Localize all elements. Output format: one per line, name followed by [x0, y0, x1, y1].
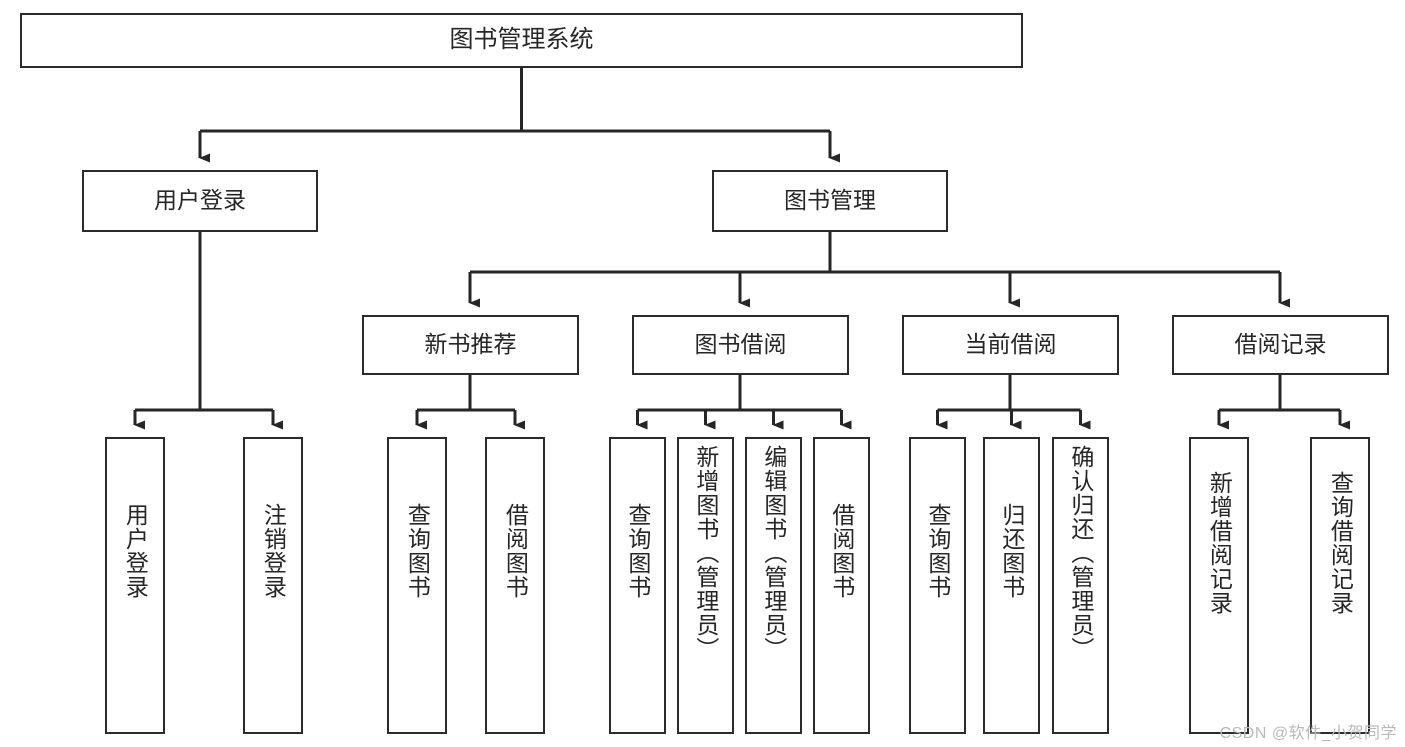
node-leaf-add-book-label: 新增图书（管理员） — [692, 445, 719, 661]
node-leaf-query-book-2-label: 查询图书 — [624, 503, 651, 599]
node-current-borrow-label: 当前借阅 — [964, 331, 1057, 358]
node-leaf-borrow-book-1[interactable]: 借阅图书 — [485, 437, 545, 734]
node-root[interactable]: 图书管理系统 — [20, 13, 1023, 68]
node-leaf-add-record[interactable]: 新增借阅记录 — [1189, 437, 1249, 734]
node-leaf-borrow-book-2[interactable]: 借阅图书 — [813, 437, 870, 734]
node-book-manage-label: 图书管理 — [784, 187, 876, 214]
node-leaf-add-record-label: 新增借阅记录 — [1206, 471, 1233, 615]
node-leaf-logout-label: 注销登录 — [260, 503, 287, 599]
node-leaf-query-book-1-label: 查询图书 — [404, 503, 431, 599]
node-leaf-return-book[interactable]: 归还图书 — [983, 437, 1040, 734]
watermark-label: CSDN @软件_小贺同学 — [1219, 725, 1397, 742]
node-book-manage[interactable]: 图书管理 — [712, 170, 948, 232]
node-user-login[interactable]: 用户登录 — [82, 170, 318, 232]
node-leaf-query-book-2[interactable]: 查询图书 — [609, 437, 666, 734]
node-leaf-return-book-label: 归还图书 — [998, 503, 1025, 599]
node-leaf-query-book-3-label: 查询图书 — [924, 503, 951, 599]
node-leaf-user-login[interactable]: 用户登录 — [105, 437, 165, 734]
node-leaf-query-record[interactable]: 查询借阅记录 — [1310, 437, 1370, 734]
node-leaf-confirm-return[interactable]: 确认归还（管理员） — [1052, 437, 1109, 734]
node-root-label: 图书管理系统 — [449, 26, 594, 54]
node-leaf-query-record-label: 查询借阅记录 — [1327, 471, 1354, 615]
node-book-borrow-label: 图书借阅 — [694, 331, 787, 358]
node-borrow-record[interactable]: 借阅记录 — [1172, 315, 1389, 375]
node-current-borrow[interactable]: 当前借阅 — [902, 315, 1119, 375]
node-new-book-rec[interactable]: 新书推荐 — [362, 315, 579, 375]
node-leaf-borrow-book-2-label: 借阅图书 — [828, 503, 855, 599]
node-leaf-query-book-3[interactable]: 查询图书 — [909, 437, 966, 734]
node-leaf-logout[interactable]: 注销登录 — [243, 437, 303, 734]
node-leaf-query-book-1[interactable]: 查询图书 — [387, 437, 447, 734]
node-new-book-rec-label: 新书推荐 — [424, 331, 517, 358]
node-borrow-record-label: 借阅记录 — [1234, 331, 1327, 358]
node-leaf-confirm-return-label: 确认归还（管理员） — [1067, 445, 1094, 661]
node-user-login-label: 用户登录 — [154, 187, 246, 214]
node-leaf-add-book[interactable]: 新增图书（管理员） — [677, 437, 734, 734]
node-leaf-user-login-label: 用户登录 — [122, 503, 149, 599]
node-leaf-borrow-book-1-label: 借阅图书 — [502, 503, 529, 599]
node-leaf-edit-book[interactable]: 编辑图书（管理员） — [745, 437, 802, 734]
node-book-borrow[interactable]: 图书借阅 — [632, 315, 849, 375]
node-leaf-edit-book-label: 编辑图书（管理员） — [760, 445, 787, 661]
